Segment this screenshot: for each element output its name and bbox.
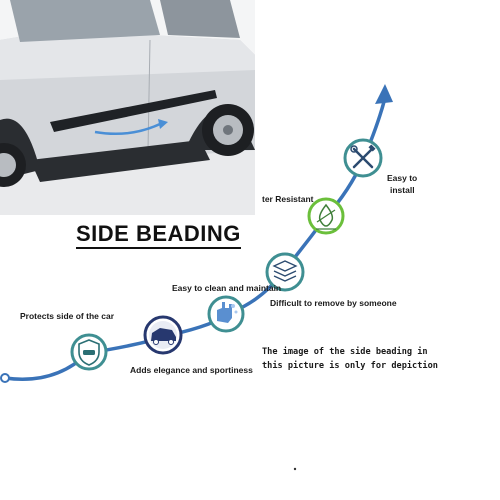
water-drop-icon bbox=[307, 197, 345, 235]
feature-label-easy-line2: install bbox=[390, 185, 415, 195]
bottom-dot bbox=[293, 467, 297, 471]
tools-icon bbox=[343, 138, 383, 178]
feature-label-water: ter Resistant bbox=[262, 194, 314, 204]
side-beading-strip bbox=[50, 90, 217, 132]
feature-label-elegance: Adds elegance and sportiness bbox=[130, 365, 253, 375]
layered-strips-icon bbox=[265, 252, 305, 292]
feature-label-difficult: Difficult to remove by someone bbox=[270, 298, 397, 308]
page-title: SIDE BEADING bbox=[76, 222, 241, 249]
depiction-note: The image of the side beading in this pi… bbox=[262, 347, 438, 371]
arrow-head bbox=[375, 84, 393, 104]
car-shield-icon bbox=[70, 333, 108, 371]
feature-label-protects: Protects side of the car bbox=[20, 311, 115, 321]
car-photo bbox=[0, 0, 255, 215]
car-side-icon bbox=[143, 315, 183, 355]
feature-label-clean: Easy to clean and maintain bbox=[172, 283, 282, 293]
cleaning-hand-icon bbox=[207, 295, 245, 333]
feature-label-easy-line1: Easy to bbox=[387, 173, 418, 183]
